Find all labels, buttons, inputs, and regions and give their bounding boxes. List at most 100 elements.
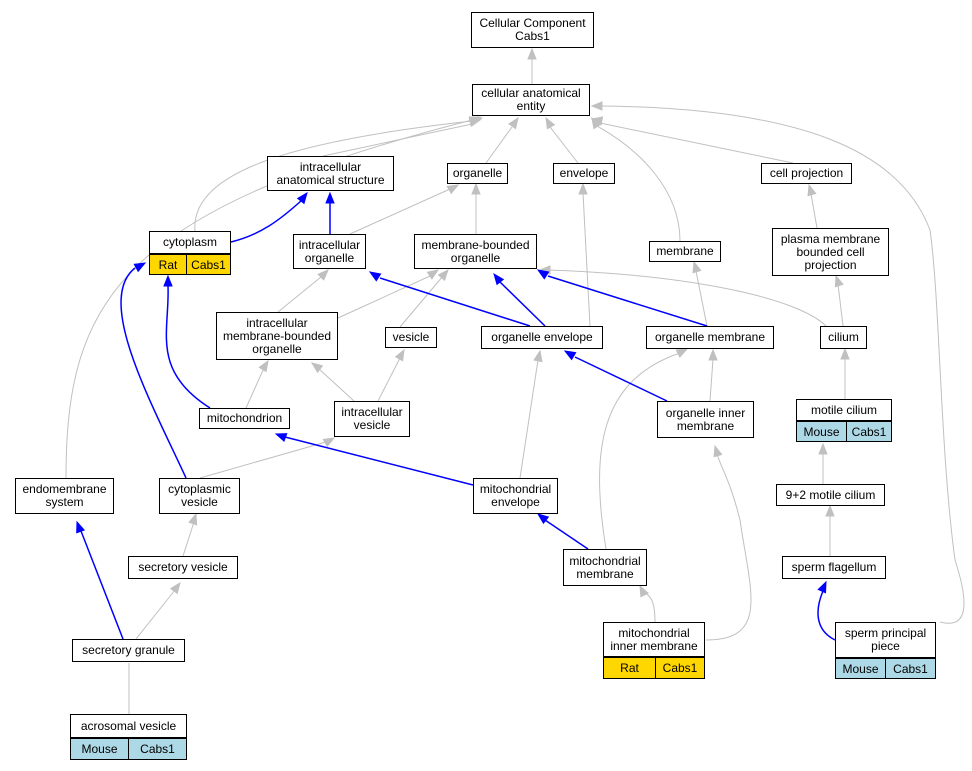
edge-18 bbox=[695, 270, 708, 327]
arrowhead-44 bbox=[76, 520, 86, 534]
arrowhead-12 bbox=[807, 183, 817, 197]
node-secves[interactable]: secretory vesicle bbox=[128, 556, 238, 579]
edge-9 bbox=[349, 188, 451, 235]
edge-6 bbox=[599, 122, 794, 164]
node-envelope[interactable]: envelope bbox=[553, 163, 615, 184]
node-mbo[interactable]: membrane-bounded organelle bbox=[414, 234, 537, 269]
node-cae[interactable]: cellular anatomical entity bbox=[472, 84, 590, 116]
arrowhead-34 bbox=[296, 191, 308, 205]
node-organelle[interactable]: organelle bbox=[447, 163, 508, 184]
arrowhead-33 bbox=[713, 444, 723, 458]
edge-27 bbox=[135, 589, 176, 640]
edge-30 bbox=[599, 352, 681, 550]
edge-38 bbox=[547, 275, 708, 327]
node-vesicle[interactable]: vesicle bbox=[385, 327, 437, 348]
node-mitoinner[interactable]: mitochondrial inner membrane bbox=[603, 622, 705, 657]
arrowhead-20 bbox=[258, 359, 269, 373]
arrowhead-19 bbox=[840, 347, 850, 360]
edge-11 bbox=[582, 192, 591, 327]
node-imbo[interactable]: intracellular membrane-bounded organelle bbox=[216, 312, 338, 360]
node-orgmem[interactable]: organelle membrane bbox=[646, 326, 774, 349]
edge-33 bbox=[705, 453, 752, 641]
arrowhead-25 bbox=[825, 504, 835, 517]
node-mitoenv[interactable]: mitochondrial envelope bbox=[473, 478, 558, 514]
edge-41 bbox=[574, 356, 668, 402]
arrowhead-3 bbox=[468, 117, 482, 128]
cytoplasm-gene-tag: Cabs1 bbox=[186, 254, 231, 275]
node-endo[interactable]: endomembrane system bbox=[15, 478, 114, 514]
node-ias[interactable]: intracellular anatomical structure bbox=[267, 156, 394, 191]
node-secgran[interactable]: secretory granule bbox=[72, 639, 185, 662]
arrowhead-32 bbox=[639, 584, 649, 598]
node-membrane[interactable]: membrane bbox=[649, 241, 721, 262]
mitoinner-species-tag: Rat bbox=[603, 657, 656, 679]
edge-15 bbox=[337, 275, 431, 319]
edge-12 bbox=[810, 193, 818, 229]
arrowhead-36 bbox=[368, 271, 382, 282]
edge-37 bbox=[499, 281, 546, 327]
arrowhead-18 bbox=[692, 260, 702, 274]
node-spp[interactable]: sperm principal piece bbox=[835, 622, 936, 658]
edge-8 bbox=[599, 105, 965, 624]
edge-26 bbox=[182, 521, 195, 557]
edge-40 bbox=[120, 267, 187, 479]
arrowhead-41 bbox=[563, 350, 577, 361]
arrowhead-14 bbox=[317, 269, 329, 281]
edge-23 bbox=[199, 441, 327, 479]
arrowhead-23 bbox=[322, 437, 336, 448]
node-ninetwo[interactable]: 9+2 motile cilium bbox=[776, 484, 885, 506]
arrowhead-0 bbox=[527, 47, 537, 60]
arrowhead-24 bbox=[818, 442, 828, 455]
node-cilium[interactable]: cilium bbox=[820, 326, 867, 349]
node-cellproj[interactable]: cell projection bbox=[761, 163, 852, 184]
arrowhead-29 bbox=[533, 349, 543, 363]
edge-42 bbox=[284, 436, 474, 486]
arrowhead-42 bbox=[274, 433, 288, 443]
arrowhead-5 bbox=[545, 116, 556, 130]
edge-16 bbox=[399, 275, 444, 328]
node-mitomem[interactable]: mitochondrial membrane bbox=[563, 549, 647, 586]
motcil-gene-tag: Cabs1 bbox=[846, 421, 892, 442]
arrowhead-10 bbox=[471, 182, 481, 195]
spp-species-tag: Mouse bbox=[835, 658, 886, 679]
mitoinner-gene-tag: Cabs1 bbox=[655, 657, 705, 679]
edge-20 bbox=[245, 367, 265, 409]
acro-species-tag: Mouse bbox=[70, 738, 129, 760]
node-intves[interactable]: intracellular vesicle bbox=[334, 401, 410, 437]
node-root[interactable]: Cellular Component Cabs1 bbox=[471, 12, 594, 48]
arrowhead-38 bbox=[536, 269, 550, 280]
node-intorg[interactable]: intracellular organelle bbox=[293, 234, 366, 269]
spp-gene-tag: Cabs1 bbox=[885, 658, 936, 679]
arrowhead-13 bbox=[834, 274, 844, 288]
arrowhead-40 bbox=[133, 262, 147, 273]
node-cytoplasm[interactable]: cytoplasm bbox=[149, 231, 231, 254]
arrowhead-4 bbox=[508, 116, 519, 130]
node-motcil[interactable]: motile cilium bbox=[796, 399, 892, 421]
node-mito[interactable]: mitochondrion bbox=[199, 408, 290, 429]
edge-45 bbox=[817, 590, 836, 641]
cytoplasm-species-tag: Rat bbox=[149, 254, 187, 275]
node-spermflag[interactable]: sperm flagellum bbox=[782, 556, 886, 579]
arrowhead-22 bbox=[394, 348, 405, 362]
edge-29 bbox=[519, 359, 539, 479]
arrowhead-27 bbox=[169, 581, 181, 595]
edge-4 bbox=[485, 126, 513, 164]
edge-17 bbox=[546, 269, 827, 327]
node-cytves[interactable]: cytoplasmic vesicle bbox=[159, 478, 240, 514]
arrowhead-8 bbox=[590, 101, 603, 111]
motcil-species-tag: Mouse bbox=[796, 421, 847, 442]
edge-34 bbox=[230, 199, 303, 243]
edge-31 bbox=[709, 358, 714, 402]
node-acro[interactable]: acrosomal vesicle bbox=[70, 714, 187, 738]
arrowhead-43 bbox=[536, 513, 550, 525]
arrowhead-31 bbox=[708, 348, 718, 361]
node-oim[interactable]: organelle inner membrane bbox=[657, 401, 754, 438]
node-orgenv[interactable]: organelle envelope bbox=[481, 326, 603, 349]
edge-7 bbox=[596, 125, 681, 242]
edge-3 bbox=[322, 123, 473, 157]
arrowhead-11 bbox=[578, 182, 588, 195]
node-pmbcp[interactable]: plasma membrane bounded cell projection bbox=[772, 228, 889, 276]
arrowhead-7 bbox=[591, 116, 602, 130]
arrowhead-30 bbox=[675, 348, 689, 358]
